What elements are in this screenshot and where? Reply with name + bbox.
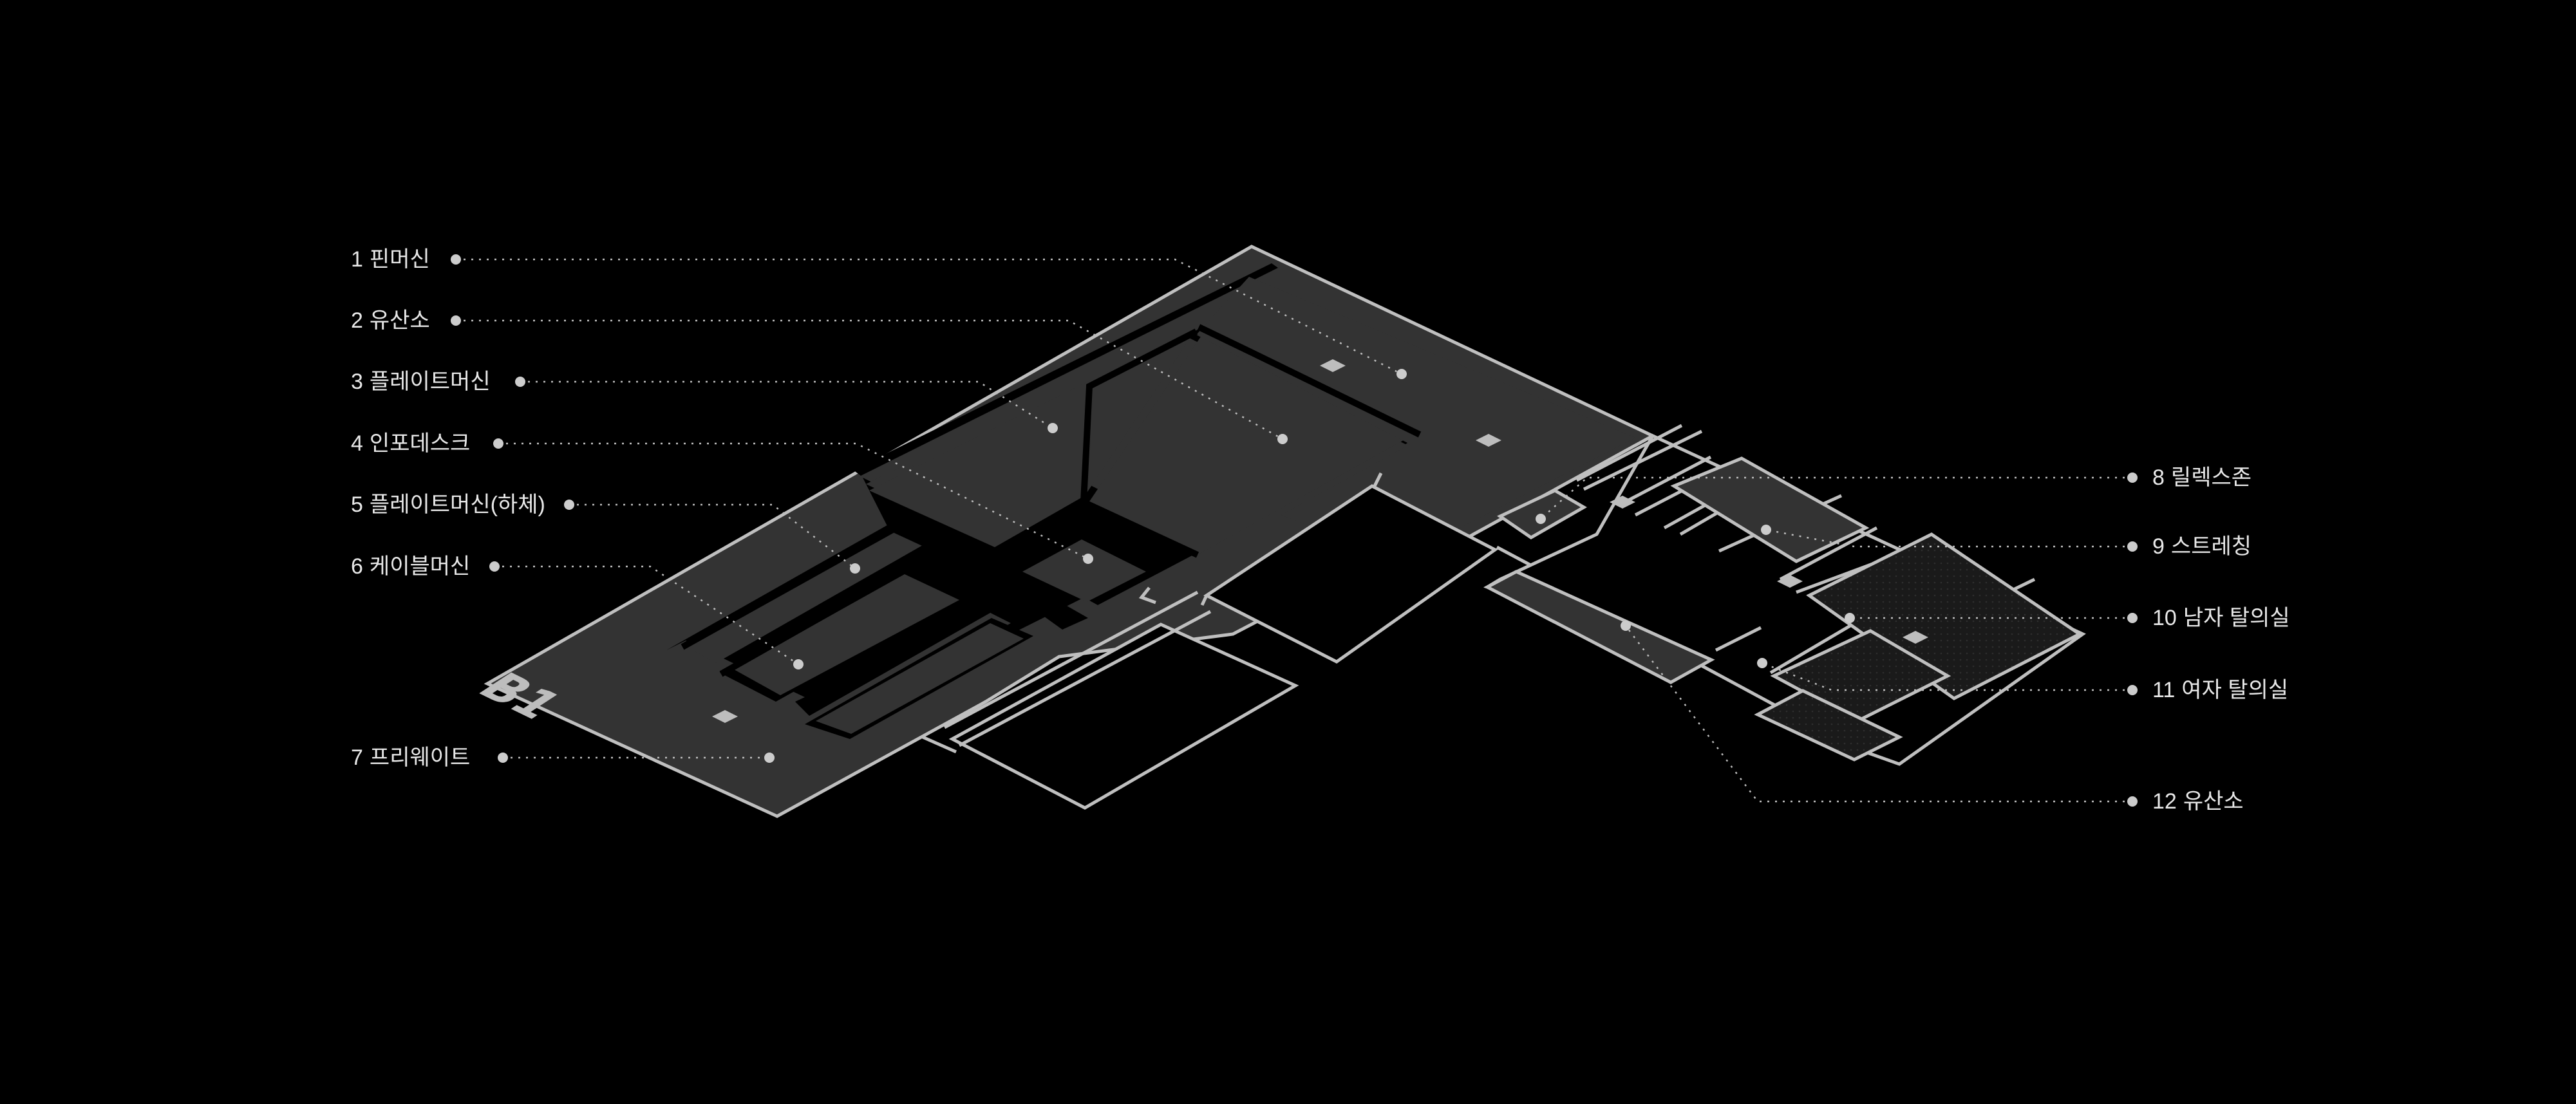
zone-name: 유산소 — [2183, 789, 2244, 814]
equipment-icon — [1610, 496, 1635, 509]
open-rooms — [948, 484, 1498, 810]
zone-name: 플레이트머신(하체) — [369, 492, 545, 517]
equipment-icon — [1777, 575, 1803, 588]
zone-number: 1 — [351, 247, 363, 272]
zone-number: 11 — [2152, 678, 2176, 702]
zone-number: 8 — [2152, 465, 2165, 490]
leader-line — [1625, 625, 2132, 803]
left-wing-rooms — [684, 277, 1635, 734]
dot-marker-icon[interactable] — [1083, 554, 1093, 564]
leader-line — [1765, 529, 2132, 548]
zone-name: 릴렉스존 — [2170, 465, 2252, 490]
entrance-arrow-icon — [1138, 586, 1156, 604]
zone-name: 스트레칭 — [2170, 534, 2252, 559]
dot-marker-icon[interactable] — [764, 753, 775, 763]
zone-number: 9 — [2152, 534, 2165, 559]
right-wing — [1483, 424, 2086, 766]
label-bullet-icon — [2127, 613, 2138, 623]
label-bullet-icon — [451, 254, 461, 265]
zone-name: 여자 탈의실 — [2181, 678, 2289, 702]
zone-name: 핀머신 — [369, 247, 430, 272]
open-room-center — [1203, 484, 1498, 664]
equipment-icon — [712, 710, 738, 723]
dot-marker-icon[interactable] — [1845, 613, 1855, 623]
zone-name: 유산소 — [369, 308, 430, 333]
zone-name: 플레이트머신 — [369, 370, 491, 394]
label-bullet-icon — [489, 561, 500, 572]
zone-number: 5 — [351, 492, 363, 517]
label-bullet-icon — [2127, 541, 2138, 552]
dot-marker-icon[interactable] — [1277, 434, 1288, 444]
label-bullet-icon — [515, 377, 525, 387]
equipment-markers — [712, 359, 1928, 723]
label-bullet-icon — [2127, 685, 2138, 695]
leader-line — [494, 565, 799, 666]
label-bullet-icon — [2127, 796, 2138, 807]
label-bullet-icon — [451, 315, 461, 326]
zone-number: 4 — [351, 431, 363, 456]
leader-line — [456, 258, 1402, 375]
zone-number: 3 — [351, 370, 363, 394]
dot-marker-icon[interactable] — [1048, 423, 1058, 433]
dot-marker-icon[interactable] — [1757, 658, 1767, 668]
equipment-icon — [1903, 631, 1928, 644]
label-bullet-icon — [498, 753, 508, 763]
label-bullet-icon — [493, 438, 503, 449]
dot-marker-icon[interactable] — [1536, 514, 1546, 524]
zone-number: 12 — [2152, 789, 2177, 814]
zone-name: 케이블머신 — [369, 554, 471, 579]
left-wing-room-lines — [681, 324, 1422, 677]
equipment-icon — [1320, 359, 1346, 372]
zone-number: 6 — [351, 554, 363, 579]
equipment-icon — [1476, 434, 1501, 447]
zone-number: 10 — [2152, 606, 2177, 630]
dot-marker-icon[interactable] — [1396, 369, 1407, 379]
zone-number: 2 — [351, 308, 363, 333]
dot-marker-icon[interactable] — [793, 659, 804, 669]
label-bullet-icon — [2127, 472, 2138, 483]
zone-name: 인포데스크 — [369, 431, 471, 456]
zone-number: 7 — [351, 745, 363, 770]
zone-name: 남자 탈의실 — [2183, 606, 2290, 630]
zone-name: 프리웨이트 — [369, 745, 471, 770]
dot-marker-icon[interactable] — [1761, 525, 1771, 535]
label-bullet-icon — [564, 500, 574, 510]
dot-marker-icon[interactable] — [1621, 621, 1631, 631]
leader-lines — [451, 254, 2138, 807]
open-room-bottom — [948, 622, 1299, 810]
dot-marker-icon[interactable] — [850, 563, 860, 574]
